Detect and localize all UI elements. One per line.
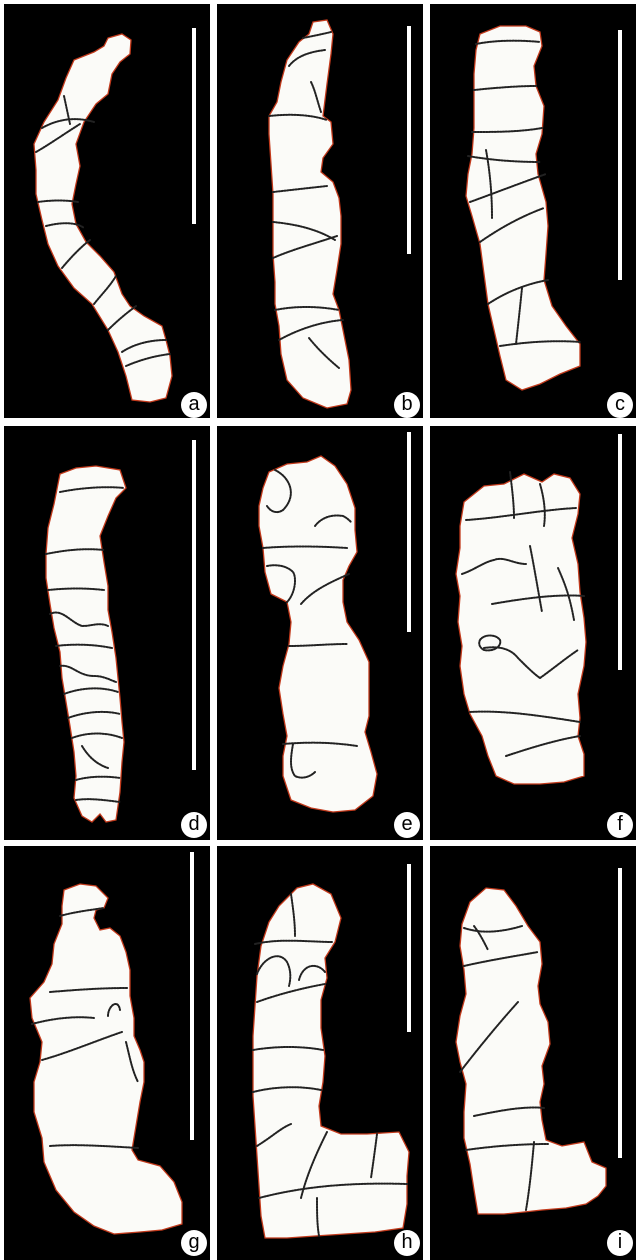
scale-bar [618,868,622,1158]
panel-d: d [4,426,210,840]
panel-label-g: g [181,1230,207,1256]
specimen-g-drawing [4,846,210,1260]
panel-b: b [217,4,423,418]
specimen-b-drawing [217,4,423,418]
panel-label-e: e [394,812,420,838]
scale-bar [618,30,622,280]
specimen-a-drawing [4,4,210,418]
panel-g: g [4,846,210,1260]
panel-label-f: f [607,812,633,838]
specimen-h-drawing [217,846,423,1260]
panel-h: h [217,846,423,1260]
panel-label-c: c [607,392,633,418]
scale-bar [407,432,411,632]
specimen-a-outline [34,34,172,402]
panel-label-i: i [607,1230,633,1256]
panel-c: c [430,4,636,418]
specimen-f-outline [456,474,586,784]
panel-e: e [217,426,423,840]
specimen-c-drawing [430,4,636,418]
panel-label-h: h [394,1230,420,1256]
specimen-b-outline [269,20,351,408]
specimen-e-drawing [217,426,423,840]
panel-f: f [430,426,636,840]
panel-label-d: d [181,812,207,838]
panel-i: i [430,846,636,1260]
specimen-f-drawing [430,426,636,840]
specimen-g-outline [30,884,182,1234]
scale-bar [407,864,411,1032]
scale-bar [192,28,196,224]
specimen-e-outline [259,456,377,812]
specimen-c-outline [466,26,580,390]
panel-a: a [4,4,210,418]
panel-label-b: b [394,392,420,418]
scale-bar [407,26,411,254]
scale-bar [190,852,194,1140]
specimen-i-drawing [430,846,636,1260]
scale-bar [618,434,622,670]
scale-bar [192,440,196,770]
specimen-d-drawing [4,426,210,840]
panel-label-a: a [181,392,207,418]
